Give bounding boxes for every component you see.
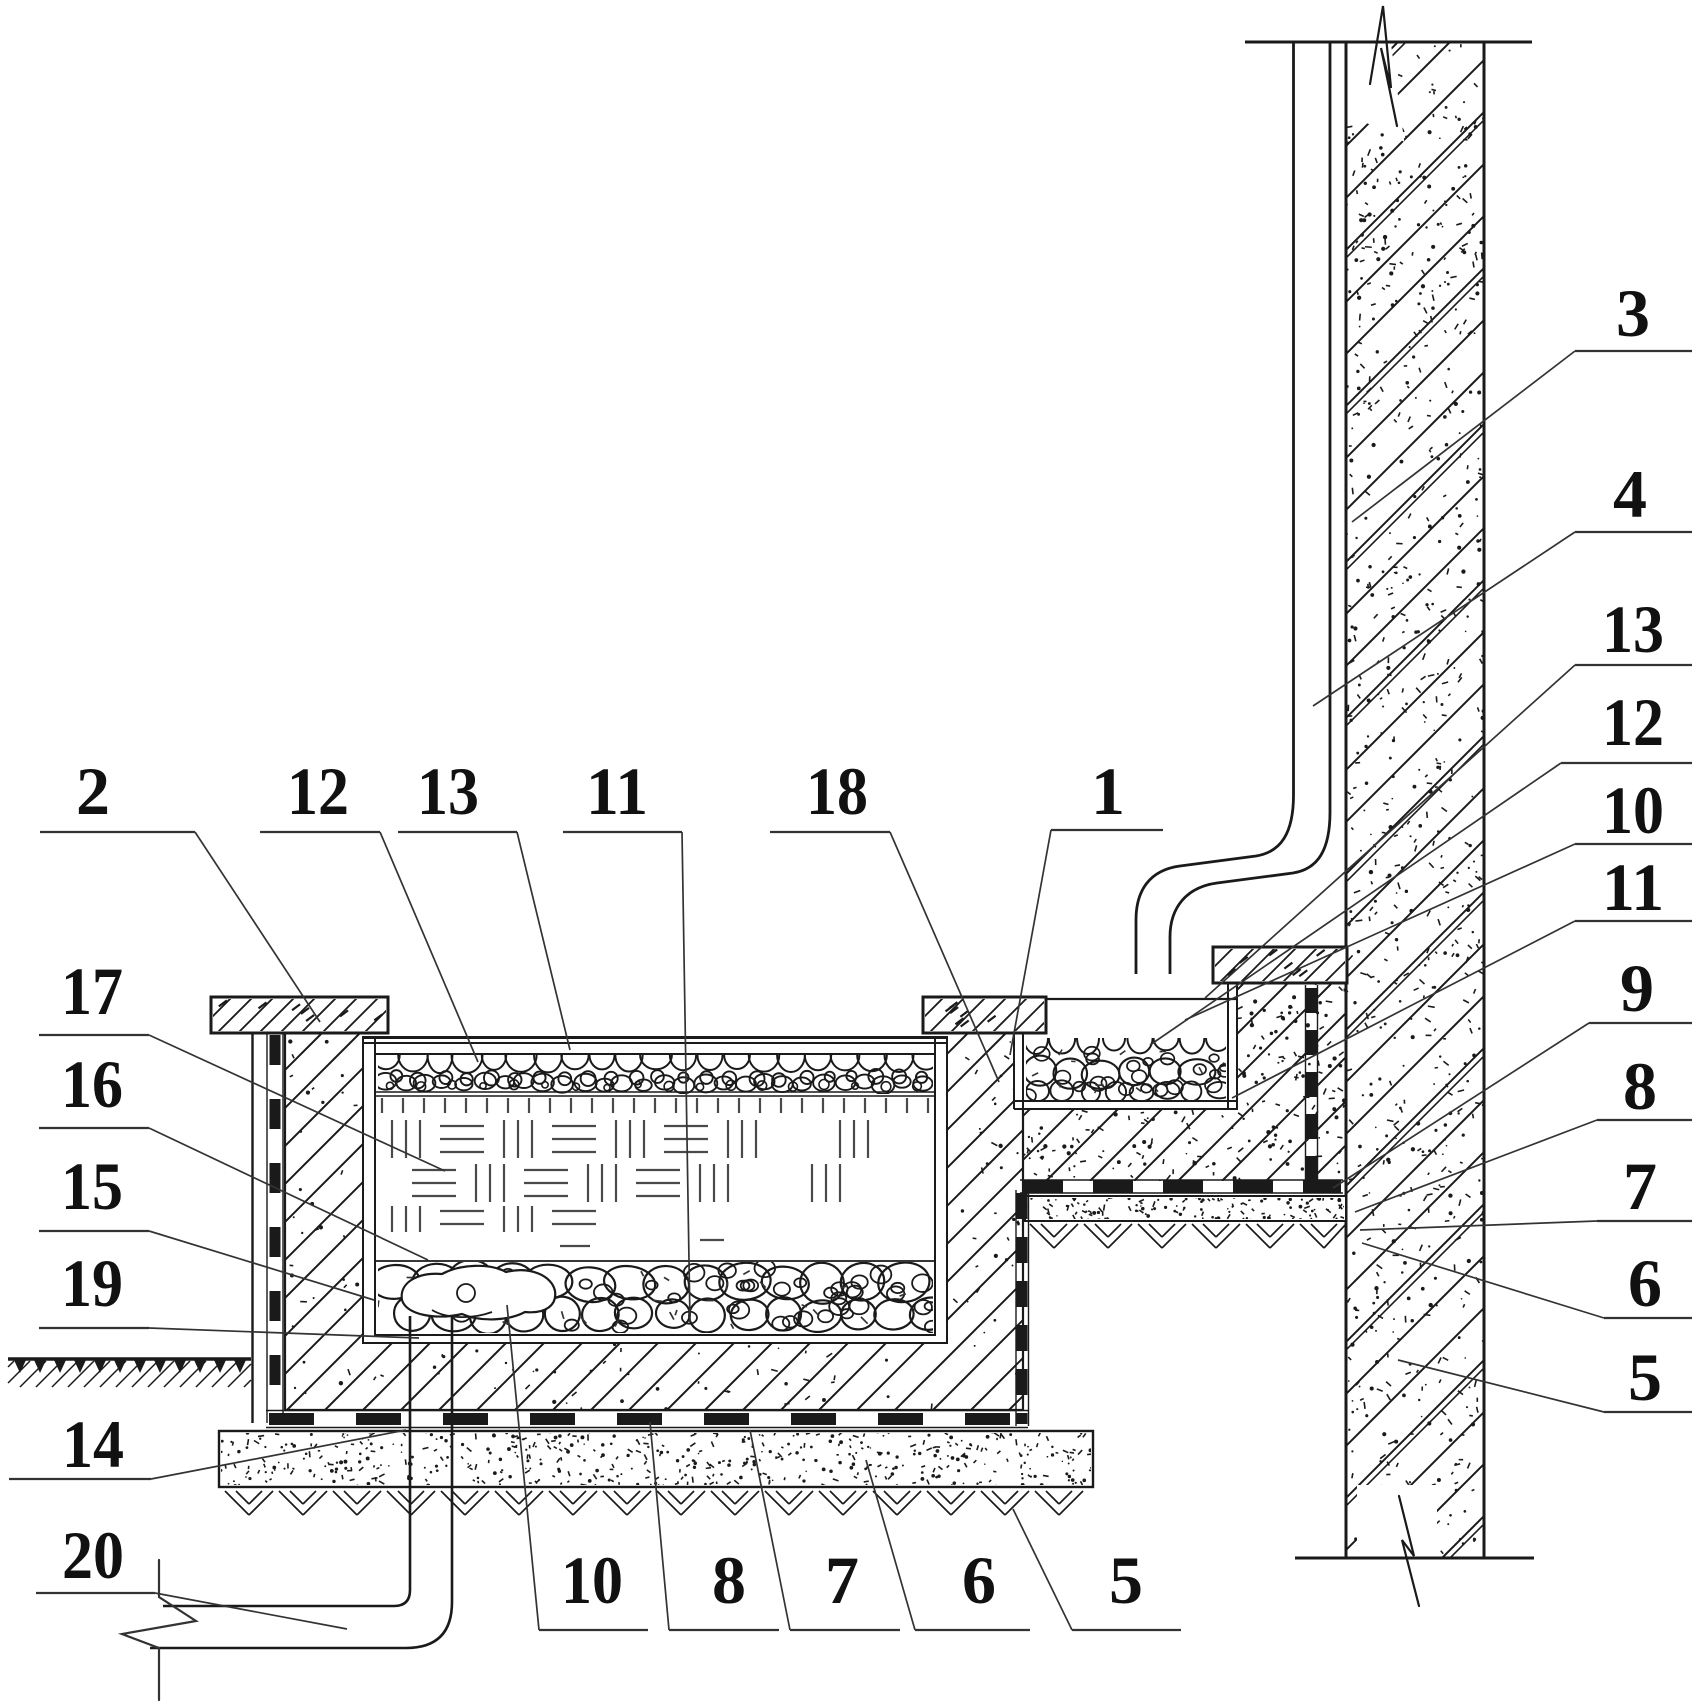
svg-text:14: 14 (62, 1406, 124, 1482)
svg-text:6: 6 (962, 1542, 996, 1618)
svg-text:7: 7 (825, 1542, 859, 1618)
callout-5-bottom: 5 (1012, 1508, 1181, 1632)
svg-text:10: 10 (561, 1542, 623, 1618)
callout-13-right: 13 (1204, 591, 1692, 999)
structural-wall (1245, 5, 1534, 1608)
svg-text:9: 9 (1620, 950, 1654, 1026)
callout-10-bottom: 10 (506, 1304, 648, 1632)
planter-drain-pipe (117, 1264, 557, 1702)
svg-text:10: 10 (1602, 772, 1664, 848)
svg-text:2: 2 (76, 753, 110, 829)
svg-text:18: 18 (806, 753, 868, 829)
callout-7-right: 7 (1359, 1148, 1692, 1231)
callout-18-top: 18 (770, 753, 1000, 1083)
callout-16-left: 16 (39, 1046, 429, 1261)
coping-right (921, 995, 1048, 1035)
svg-text:11: 11 (586, 753, 648, 829)
callout-8-bottom: 8 (649, 1421, 779, 1632)
svg-text:13: 13 (417, 753, 479, 829)
callout-12-right: 12 (1149, 684, 1692, 1046)
callout-10-right: 10 (1184, 772, 1692, 1021)
soil-weave-layer (380, 1098, 930, 1248)
callout-12-top: 12 (260, 753, 479, 1063)
callout-6-bottom: 6 (865, 1459, 1030, 1632)
callout-8-right: 8 (1354, 1048, 1692, 1213)
callout-1-top: 1 (1009, 753, 1163, 1056)
svg-text:7: 7 (1623, 1148, 1657, 1224)
callout-5-right: 5 (1397, 1339, 1692, 1415)
callout-20-left: 20 (36, 1517, 348, 1630)
callout-11-top: 11 (563, 753, 691, 1323)
downspout-pipe (1134, 42, 1332, 974)
callout-9-right: 9 (1332, 950, 1692, 1189)
callout-7-bottom: 7 (749, 1429, 900, 1632)
callout-3-right: 3 (1351, 275, 1692, 523)
waterproof-membranes (251, 985, 1343, 1429)
svg-text:11: 11 (1602, 849, 1664, 925)
compacted-subgrade (224, 1490, 1084, 1516)
svg-text:15: 15 (61, 1148, 123, 1224)
copings (209, 945, 1349, 1035)
compacted-subgrade (1029, 1223, 1347, 1249)
callout-13-top: 13 (398, 753, 571, 1051)
svg-text:20: 20 (62, 1517, 124, 1593)
svg-text:5: 5 (1109, 1542, 1143, 1618)
callout-11-right: 11 (1231, 849, 1692, 1099)
svg-text:8: 8 (1623, 1048, 1657, 1124)
coping-wall (1211, 945, 1349, 985)
svg-text:3: 3 (1616, 275, 1650, 351)
coping-left (209, 995, 390, 1035)
callout-4-right: 4 (1312, 456, 1692, 707)
catch-basin (1013, 984, 1238, 1110)
svg-text:12: 12 (287, 753, 349, 829)
callout-17-left: 17 (39, 953, 446, 1172)
svg-text:13: 13 (1602, 591, 1664, 667)
callout-19-left: 19 (39, 1245, 420, 1339)
callout-14-left: 14 (9, 1406, 407, 1482)
svg-text:1: 1 (1091, 753, 1125, 829)
callout-15-left: 15 (39, 1148, 375, 1301)
svg-text:8: 8 (712, 1542, 746, 1618)
svg-text:17: 17 (61, 953, 123, 1029)
svg-text:4: 4 (1613, 456, 1647, 532)
svg-text:19: 19 (61, 1245, 123, 1321)
foundation-and-ground (7, 1195, 1347, 1516)
callout-6-right: 6 (1361, 1242, 1692, 1321)
svg-text:16: 16 (61, 1046, 123, 1122)
svg-text:6: 6 (1628, 1245, 1662, 1321)
svg-text:12: 12 (1602, 684, 1664, 760)
svg-text:5: 5 (1628, 1339, 1662, 1415)
callout-2-top: 2 (40, 753, 321, 1023)
